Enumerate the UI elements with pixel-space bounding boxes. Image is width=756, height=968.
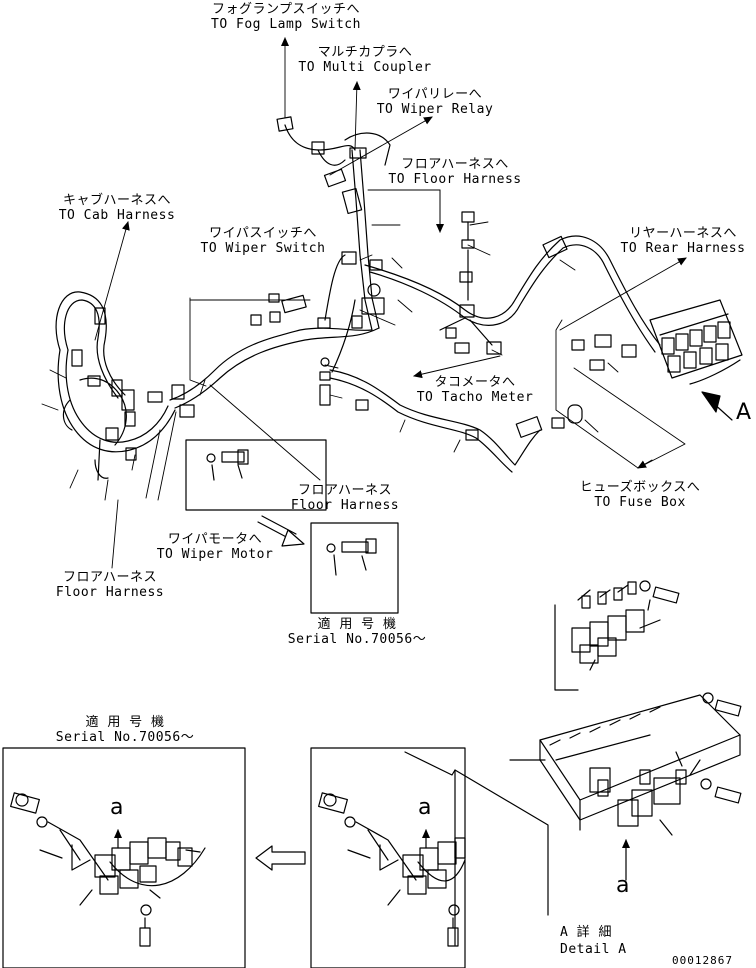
wiper-switch-label-jp: ワイパスイッチへ xyxy=(209,226,317,241)
cab-harness-label-en: TO Cab Harness xyxy=(58,208,176,223)
fuse-box-label-jp: ヒューズボックスへ xyxy=(579,480,701,495)
fog-lamp-label-en: TO Fog Lamp Switch xyxy=(211,17,361,32)
top-connectors xyxy=(250,116,637,441)
floor-harness-top-label-jp: フロアハーネスへ xyxy=(401,157,509,172)
rear-harness-label-jp: リヤーハーネスへ xyxy=(629,226,737,241)
fuse-box-label-en: TO Fuse Box xyxy=(594,495,686,510)
lower-detail-box-right xyxy=(310,747,466,968)
wiper-relay-label-jp: ワイパリレーへ xyxy=(387,87,483,102)
wiper-motor-label-jp: ワイパモータへ xyxy=(167,532,263,547)
fuse-box-top xyxy=(649,299,743,385)
floor-harness-top-label-en: TO Floor Harness xyxy=(388,172,522,187)
detail-a-assembly xyxy=(509,580,742,881)
fog-lamp-label-jp: フォグランプスイッチへ xyxy=(211,2,361,17)
serial-mid-label-en: Serial No.70056～ xyxy=(287,632,427,647)
wiper-switch-label-en: TO Wiper Switch xyxy=(200,241,326,256)
main-harness xyxy=(169,124,661,473)
view-a-lower-right-label: a xyxy=(418,795,432,820)
floor-harness-mid-label-en: Floor Harness xyxy=(290,498,400,513)
cab-harness-bundle xyxy=(55,291,195,481)
view-a-label: A xyxy=(736,400,752,425)
transition-arrow-lower xyxy=(255,845,306,871)
bolt-detail-box-serial xyxy=(310,522,399,614)
floor-harness-left-label-en: Floor Harness xyxy=(55,585,165,600)
wiper-motor-label-en: TO Wiper Motor xyxy=(156,547,274,562)
bolt-detail-box-upper xyxy=(185,439,327,511)
rear-harness-label-en: TO Rear Harness xyxy=(620,241,746,256)
multi-coupler-label-en: TO Multi Coupler xyxy=(298,60,432,75)
wiper-relay-label-en: TO Wiper Relay xyxy=(376,102,494,117)
transition-arrow-upper xyxy=(257,515,305,547)
leader-lines xyxy=(41,37,687,569)
drawing-number: 00012867 xyxy=(672,954,733,967)
view-a-lower-label: a xyxy=(616,873,630,898)
serial-mid-label-jp: 適 用 号 機 xyxy=(317,617,397,632)
detail-a-label-jp: A 詳 細 xyxy=(560,925,612,940)
serial-left-label-en: Serial No.70056～ xyxy=(55,730,195,745)
view-a-lower-left-label: a xyxy=(110,795,124,820)
tacho-meter-label-en: TO Tacho Meter xyxy=(416,390,534,405)
multi-coupler-label-jp: マルチカプラへ xyxy=(317,45,413,60)
serial-left-label-jp: 適 用 号 機 xyxy=(85,715,165,730)
detail-a-label-en: Detail A xyxy=(560,942,627,957)
floor-harness-left-label-jp: フロアハーネス xyxy=(63,570,157,585)
view-arrow-a xyxy=(701,391,733,421)
tacho-meter-label-jp: タコメータへ xyxy=(434,375,516,390)
floor-harness-mid-label-jp: フロアハーネス xyxy=(298,483,392,498)
cab-harness-label-jp: キャブハーネスへ xyxy=(62,193,171,208)
lower-detail-box-left xyxy=(2,747,246,968)
